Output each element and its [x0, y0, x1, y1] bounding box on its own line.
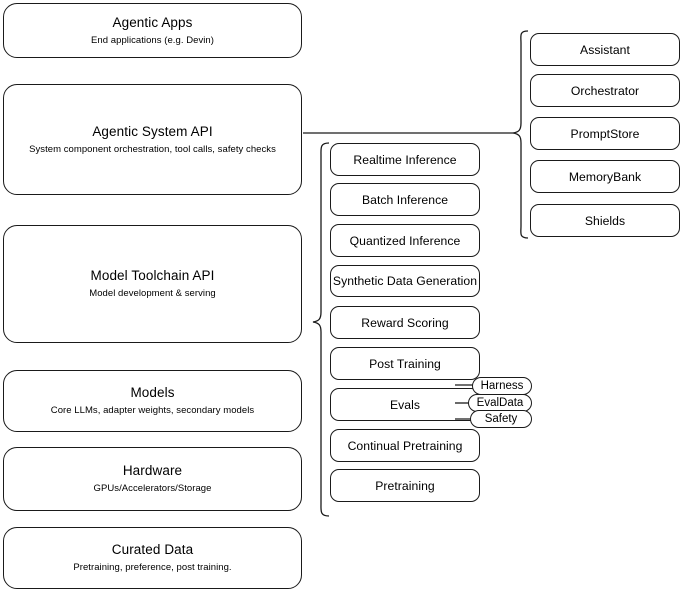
layer-title: Model Toolchain API: [90, 268, 215, 283]
layer-title: Agentic Apps: [112, 14, 193, 30]
eval-pill-harness[interactable]: Harness: [472, 377, 532, 395]
capability-evals[interactable]: Evals: [330, 388, 480, 421]
layer-title: Hardware: [122, 463, 183, 478]
layer-title: Curated Data: [111, 542, 194, 557]
layer-subtitle: Pretraining, preference, post training.: [73, 562, 232, 573]
capability-realtime-inference[interactable]: Realtime Inference: [330, 143, 480, 176]
layer-subtitle: End applications (e.g. Devin): [91, 34, 214, 46]
bracket-system-components: [512, 30, 529, 239]
layer-title: Models: [130, 385, 175, 400]
component-promptstore[interactable]: PromptStore: [530, 117, 680, 150]
component-orchestrator[interactable]: Orchestrator: [530, 74, 680, 107]
layer-model-toolchain-api[interactable]: Model Toolchain API Model development & …: [3, 225, 302, 343]
layer-agentic-system-api[interactable]: Agentic System API System component orch…: [3, 84, 302, 195]
layer-subtitle: Core LLMs, adapter weights, secondary mo…: [50, 405, 255, 416]
capability-quantized-inference[interactable]: Quantized Inference: [330, 224, 480, 257]
capability-synthetic-data-generation[interactable]: Synthetic Data Generation: [330, 265, 480, 297]
capability-reward-scoring[interactable]: Reward Scoring: [330, 306, 480, 339]
layer-subtitle: Model development & serving: [89, 288, 216, 299]
bracket-toolchain-capabilities: [312, 142, 330, 517]
component-memorybank[interactable]: MemoryBank: [530, 160, 680, 193]
layer-title: Agentic System API: [92, 123, 213, 139]
layer-agentic-apps[interactable]: Agentic Apps End applications (e.g. Devi…: [3, 3, 302, 58]
layer-subtitle: System component orchestration, tool cal…: [29, 143, 276, 155]
layer-models[interactable]: Models Core LLMs, adapter weights, secon…: [3, 370, 302, 432]
capability-continual-pretraining[interactable]: Continual Pretraining: [330, 429, 480, 462]
layer-subtitle: GPUs/Accelerators/Storage: [93, 483, 212, 494]
component-assistant[interactable]: Assistant: [530, 33, 680, 66]
capability-post-training[interactable]: Post Training: [330, 347, 480, 380]
layer-curated-data[interactable]: Curated Data Pretraining, preference, po…: [3, 527, 302, 589]
component-shields[interactable]: Shields: [530, 204, 680, 237]
capability-batch-inference[interactable]: Batch Inference: [330, 183, 480, 216]
capability-pretraining[interactable]: Pretraining: [330, 469, 480, 502]
eval-pill-safety[interactable]: Safety: [470, 410, 532, 428]
layer-hardware[interactable]: Hardware GPUs/Accelerators/Storage: [3, 447, 302, 511]
